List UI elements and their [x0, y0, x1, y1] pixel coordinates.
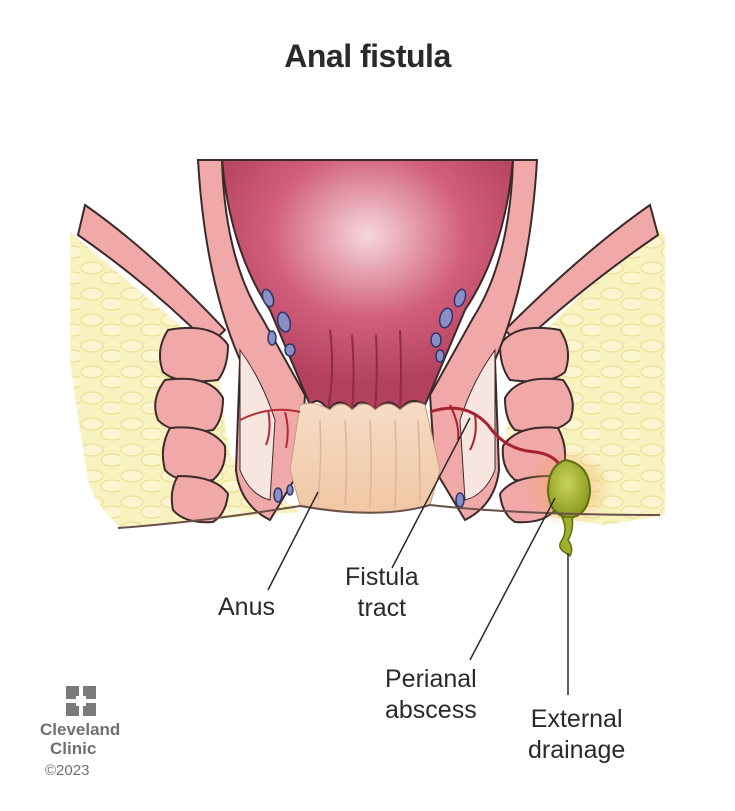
- label-perianal-abscess: Perianal abscess: [385, 665, 477, 724]
- label-external-drainage: External drainage: [528, 705, 626, 764]
- vessels-right: [430, 288, 467, 508]
- vessels-left: [261, 288, 296, 503]
- cleveland-clinic-logo-icon: [66, 686, 96, 716]
- anal-canal-skin: [289, 401, 441, 513]
- rectal-wall-left: [196, 159, 307, 522]
- rectal-wall-right: [428, 159, 539, 522]
- anus-leader-line: [267, 491, 319, 591]
- fistula-tract-leader-line: [391, 417, 471, 569]
- label-fistula-tract: Fistula tract: [345, 563, 419, 622]
- perianal-abscess: [546, 458, 592, 520]
- copyright-text: ©2023: [45, 762, 90, 779]
- abscess-leader-line: [469, 497, 556, 661]
- diagram-title: Anal fistula: [284, 38, 451, 74]
- label-anus: Anus: [218, 593, 275, 621]
- external-sphincter-left: [154, 326, 230, 524]
- external-drainage: [559, 516, 574, 558]
- fistula-tract: [429, 406, 562, 466]
- logo-wordmark: Cleveland Clinic: [40, 720, 121, 758]
